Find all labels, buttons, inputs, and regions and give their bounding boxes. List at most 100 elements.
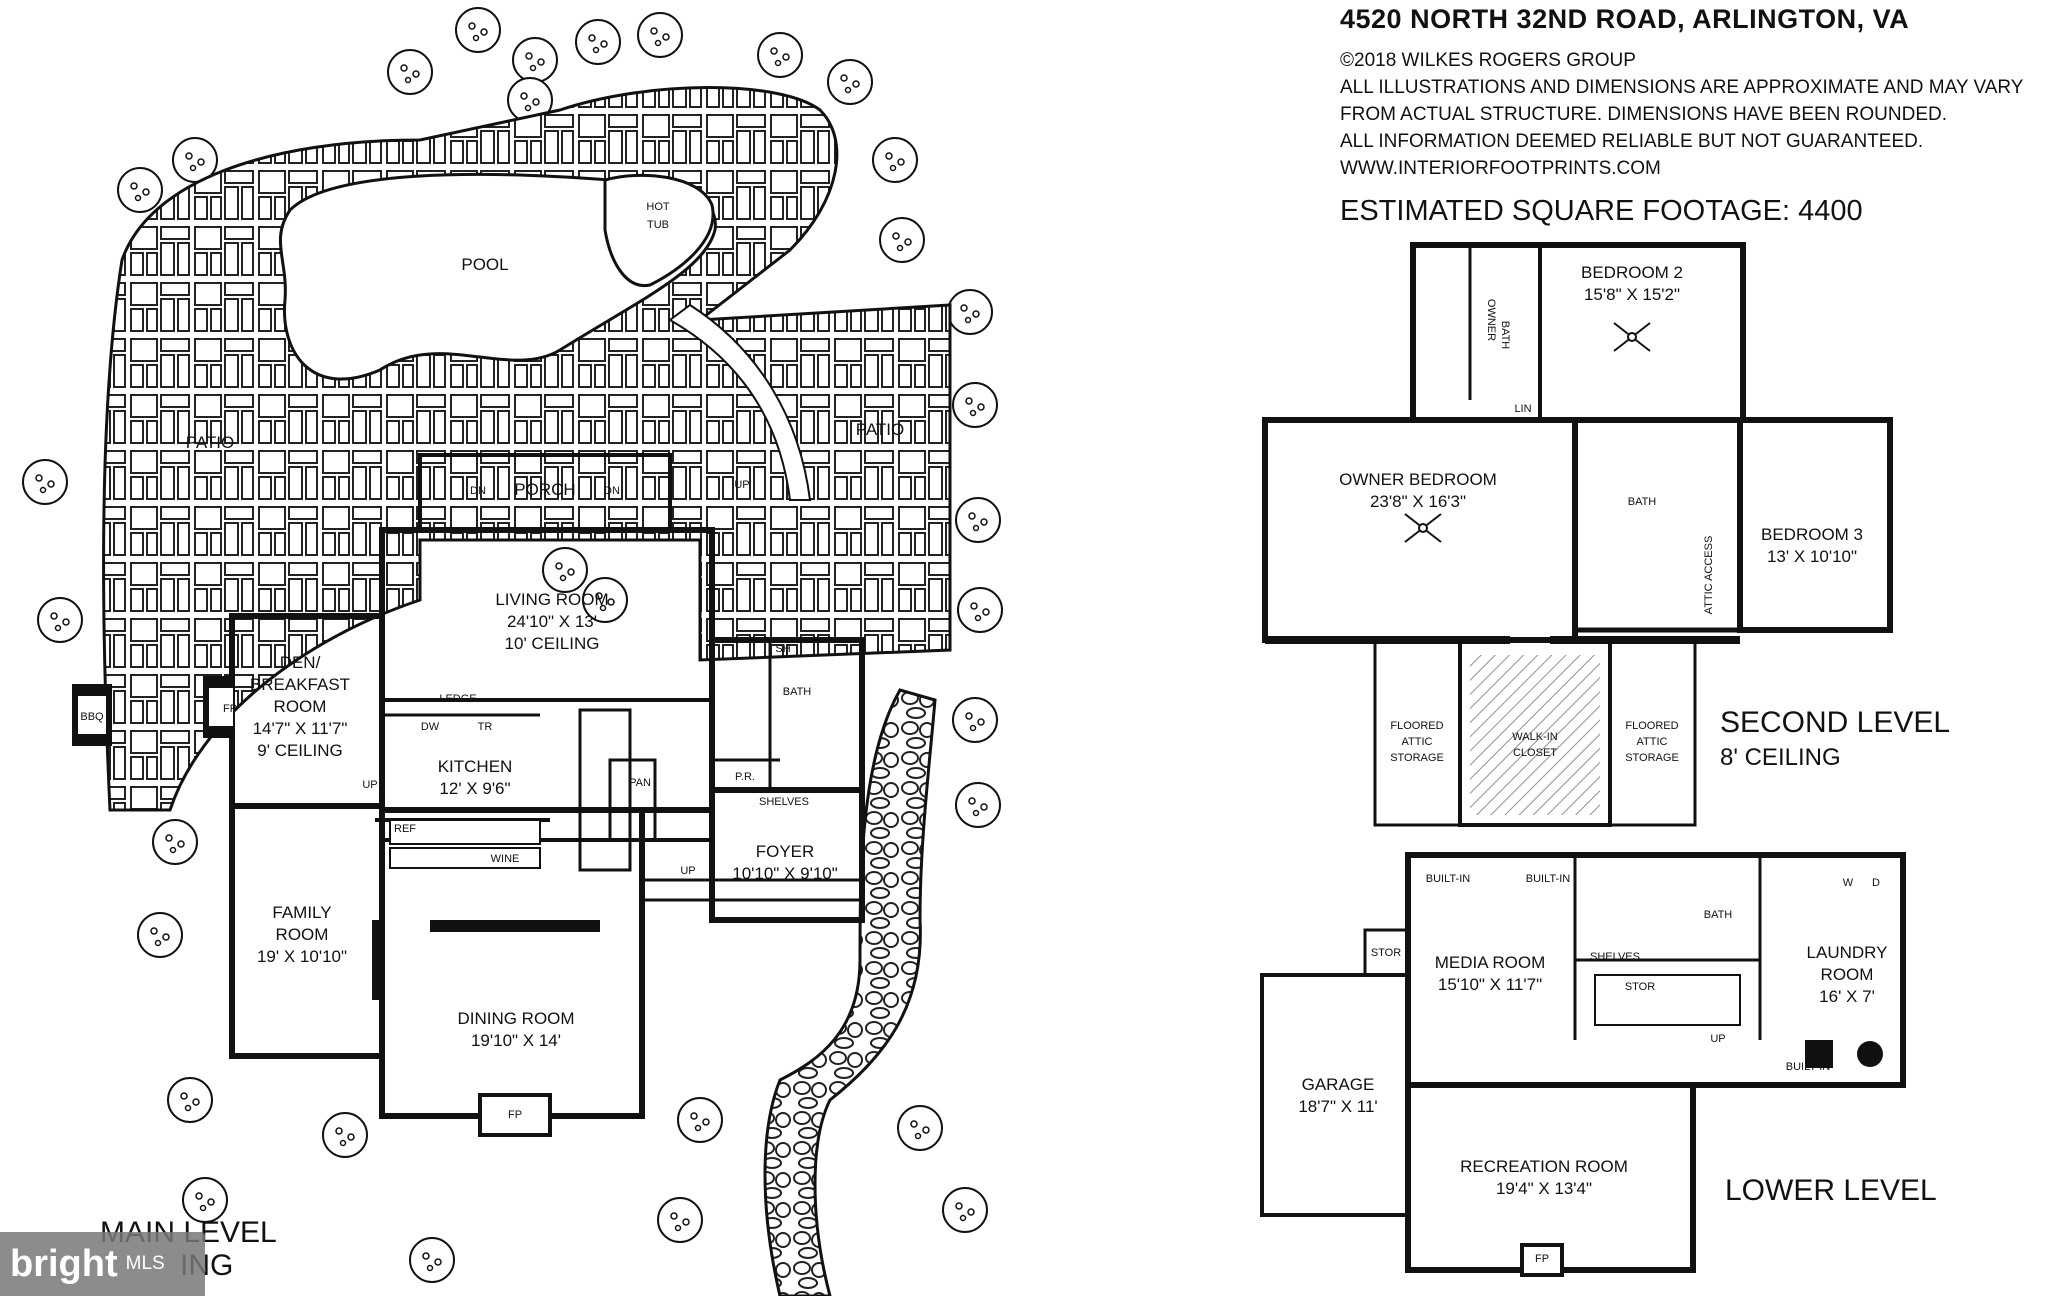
main-level-plan: POOL HOT TUB PATIO PATIO PORCH BBQ LIVIN… — [22, 7, 1003, 1296]
pool-label: POOL — [461, 255, 508, 274]
owner-bath-label-2: BATH — [1499, 321, 1511, 350]
lower-bath-label: BATH — [1704, 909, 1733, 921]
hot-tub — [603, 173, 715, 287]
kitchen-size: 12' X 9'6" — [439, 779, 510, 798]
second-level-labels: BEDROOM 2 15'8" X 15'2" OWNER BATH LIN O… — [1339, 263, 1950, 771]
walk-in-closet-label: WALK-IN — [1512, 731, 1557, 743]
second-bath-label: BATH — [1628, 496, 1657, 508]
washer-label: W — [1843, 877, 1854, 889]
stair-up-label: UP — [734, 479, 749, 491]
laundry-room-label: LAUNDRY — [1807, 943, 1888, 962]
bedroom-2-size: 15'8" X 15'2" — [1584, 285, 1680, 304]
built-in-label-3: BUILT-IN — [1786, 1061, 1830, 1073]
floored-attic-right-label-2: ATTIC — [1637, 736, 1668, 748]
second-level-walls — [1262, 242, 1893, 827]
den-size: 14'7" X 11'7" — [253, 719, 348, 738]
lower-stair-up-label: UP — [1710, 1033, 1725, 1045]
ceiling-fan-icon — [1613, 322, 1651, 352]
bbq-label: BBQ — [80, 711, 104, 723]
shower-label: SH — [775, 643, 790, 655]
shelves-label: SHELVES — [759, 796, 809, 808]
stair-dn-label: DN — [470, 485, 486, 497]
lower-level-title: LOWER LEVEL — [1725, 1174, 1937, 1207]
watermark-suffix: MLS — [125, 1253, 165, 1274]
wine-label: WINE — [491, 853, 520, 865]
patio-right-label: PATIO — [856, 420, 905, 439]
owner-bath-label: OWNER — [1485, 299, 1497, 341]
bedroom-3-label: BEDROOM 3 — [1761, 525, 1863, 544]
rec-fireplace-label: FP — [1535, 1253, 1549, 1265]
laundry-room-size: 16' X 7' — [1819, 987, 1875, 1006]
fireplace-label: FP — [223, 703, 237, 715]
bedroom-2-label: BEDROOM 2 — [1581, 263, 1683, 282]
square-footage: ESTIMATED SQUARE FOOTAGE: 4400 — [1340, 195, 1863, 227]
owner-bedroom-size: 23'8" X 16'3" — [1370, 492, 1466, 511]
disclaimer-line-3: ALL INFORMATION DEEMED RELIABLE BUT NOT … — [1340, 131, 1924, 152]
floored-attic-left-label-3: STORAGE — [1390, 752, 1444, 764]
den-ceiling: 9' CEILING — [257, 741, 342, 760]
family-room-size: 19' X 10'10" — [257, 947, 347, 966]
lower-level-labels: MEDIA ROOM 15'10" X 11'7" BATH LAUNDRY R… — [1298, 873, 1936, 1265]
porch-label: PORCH — [514, 480, 575, 499]
dishwasher-label: DW — [421, 721, 440, 733]
hot-tub-label: HOT — [646, 201, 670, 213]
disclaimer-line-1: ALL ILLUSTRATIONS AND DIMENSIONS ARE APP… — [1340, 77, 2024, 98]
lower-level-plan: MEDIA ROOM 15'10" X 11'7" BATH LAUNDRY R… — [1260, 852, 1937, 1277]
living-room-ceiling: 10' CEILING — [505, 634, 600, 653]
kitchen-label: KITCHEN — [438, 757, 513, 776]
mls-watermark: bright MLS — [0, 1232, 205, 1296]
powder-room-label: P.R. — [735, 771, 755, 783]
ref-label: REF — [394, 823, 416, 835]
stair-dn-label-2: DN — [604, 485, 620, 497]
copyright-line: ©2018 WILKES ROGERS GROUP — [1340, 50, 1636, 71]
second-level-title: SECOND LEVEL — [1720, 706, 1950, 739]
storage-label-2: STOR — [1625, 981, 1655, 993]
second-level-ceiling: 8' CEILING — [1720, 744, 1841, 771]
lower-shelves-label: SHELVES — [1590, 951, 1640, 963]
family-room-label: FAMILY — [272, 903, 331, 922]
dining-fireplace-label: FP — [508, 1109, 522, 1121]
property-address: 4520 NORTH 32ND ROAD, ARLINGTON, VA — [1340, 4, 1910, 34]
main-level-labels: POOL HOT TUB PATIO PATIO PORCH BBQ LIVIN… — [80, 201, 904, 1282]
living-room-size: 24'10" X 13' — [507, 612, 597, 631]
floored-attic-left-label-2: ATTIC — [1402, 736, 1433, 748]
den-label-2: BREAKFAST — [250, 675, 350, 694]
stair-up-label-3: UP — [680, 865, 695, 877]
floored-attic-right-label: FLOORED — [1625, 720, 1678, 732]
walk-in-closet-label-2: CLOSET — [1513, 747, 1557, 759]
storage-label: STOR — [1371, 947, 1401, 959]
watermark-brand: bright — [10, 1242, 118, 1285]
plan-header: 4520 NORTH 32ND ROAD, ARLINGTON, VA ©201… — [1340, 4, 2040, 227]
linen-label: LIN — [1514, 403, 1531, 415]
built-in-label-2: BUILT-IN — [1526, 873, 1570, 885]
front-walkway — [763, 688, 937, 1296]
media-room-label: MEDIA ROOM — [1435, 953, 1546, 972]
website-link[interactable]: WWW.INTERIORFOOTPRINTS.COM — [1340, 158, 1661, 179]
pantry-label: PAN — [629, 777, 651, 789]
hot-tub-label-2: TUB — [647, 219, 669, 231]
second-level-plan: BEDROOM 2 15'8" X 15'2" OWNER BATH LIN O… — [1262, 242, 1950, 827]
owner-bedroom-label: OWNER BEDROOM — [1339, 470, 1497, 489]
foyer-label: FOYER — [756, 842, 815, 861]
floored-attic-left-label: FLOORED — [1390, 720, 1443, 732]
floored-attic-right-label-3: STORAGE — [1625, 752, 1679, 764]
ceiling-fan-icon-2 — [1404, 513, 1442, 543]
den-label-3: ROOM — [274, 697, 327, 716]
dryer-label: D — [1872, 877, 1880, 889]
family-room-label-2: ROOM — [276, 925, 329, 944]
foyer-size: 10'10" X 9'10" — [732, 864, 838, 883]
trash-label: TR — [478, 721, 493, 733]
bath-label: BATH — [783, 686, 812, 698]
disclaimer-line-2: FROM ACTUAL STRUCTURE. DIMENSIONS HAVE B… — [1340, 104, 1948, 125]
media-room-size: 15'10" X 11'7" — [1438, 975, 1542, 994]
ledge-label: LEDGE — [439, 693, 476, 705]
attic-access-label: ATTIC ACCESS — [1703, 536, 1715, 615]
recreation-room-label: RECREATION ROOM — [1460, 1157, 1628, 1176]
built-in-label: BUILT-IN — [1426, 873, 1470, 885]
garage-label: GARAGE — [1302, 1075, 1375, 1094]
bedroom-3-size: 13' X 10'10" — [1767, 547, 1857, 566]
dining-room-size: 19'10" X 14' — [471, 1031, 561, 1050]
stair-up-label-2: UP — [362, 779, 377, 791]
garage-size: 18'7" X 11' — [1298, 1097, 1377, 1116]
